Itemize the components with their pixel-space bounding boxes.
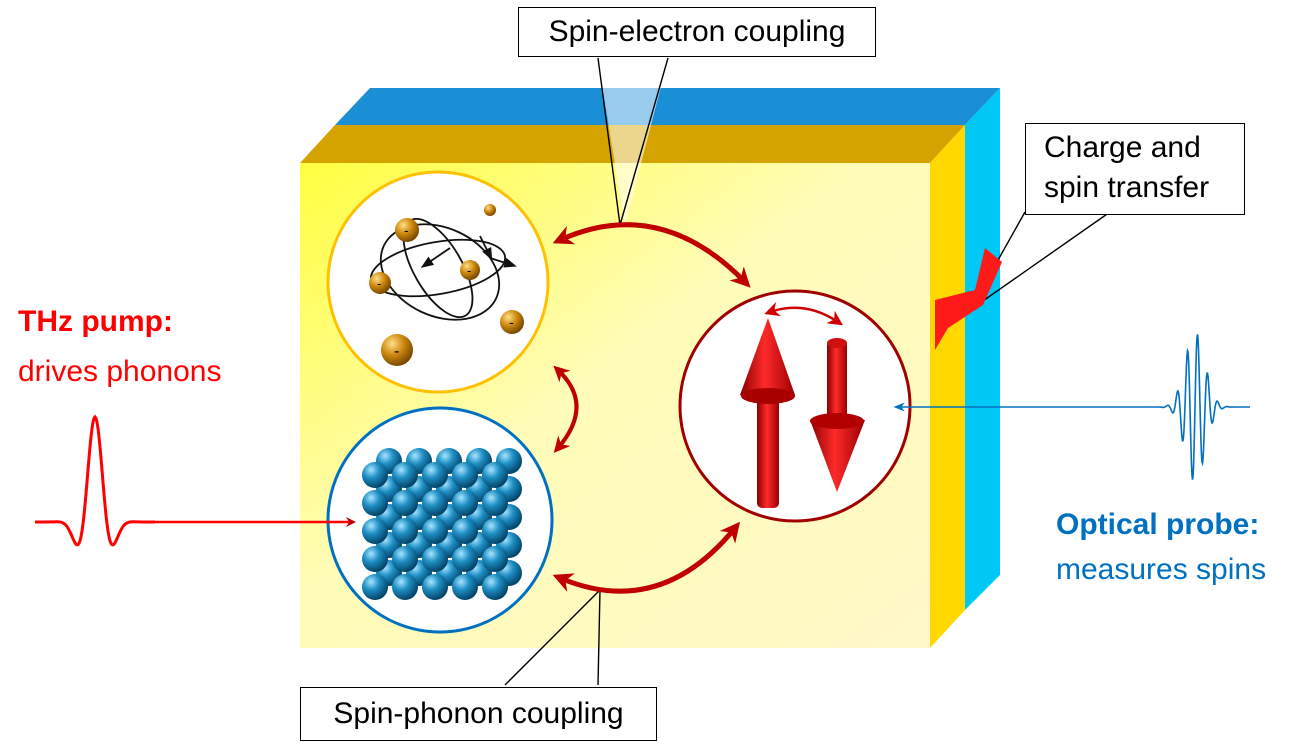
svg-text:-: - (377, 276, 381, 291)
optical-probe-desc: measures spins (1056, 553, 1267, 586)
phonon-circle (326, 406, 554, 634)
lattice-atom (362, 574, 388, 600)
lattice-atom (422, 490, 448, 516)
svg-text:-: - (467, 263, 471, 278)
lattice-atom (362, 490, 388, 516)
lattice-atom (452, 490, 478, 516)
charge-spin-label-box: Charge and spin transfer (1025, 123, 1245, 215)
thz-pump-desc: drives phonons (18, 355, 222, 388)
svg-text:-: - (509, 314, 514, 330)
slab-side-blue (965, 88, 1000, 610)
lattice-atom (482, 518, 508, 544)
lattice-atom (392, 490, 418, 516)
spin-electron-beam (598, 60, 668, 225)
spin-phonon-arrow (552, 521, 741, 594)
lattice-atom (452, 574, 478, 600)
electron-circle: - - - - - (326, 170, 550, 394)
optical-probe-title: Optical probe: (1056, 508, 1260, 541)
lattice-atom (482, 574, 508, 600)
spin-electron-label: Spin-electron coupling (548, 15, 846, 48)
spin-phonon-label-box: Spin-phonon coupling (300, 687, 657, 741)
charge-spin-line1: Charge and (1044, 131, 1201, 164)
lattice-atom (362, 462, 388, 488)
thz-pulse-icon (35, 414, 356, 547)
spin-circle (678, 289, 912, 523)
phonon-lattice-icon (362, 448, 522, 600)
lattice-atom (362, 546, 388, 572)
electron-phonon-arrow (553, 365, 579, 453)
lattice-atom (482, 490, 508, 516)
lattice-atom (452, 546, 478, 572)
transfer-arrow-icon (935, 248, 1002, 350)
thz-pump-title: THz pump: (18, 305, 173, 338)
lattice-atom (452, 518, 478, 544)
slab-side-gold (930, 125, 965, 648)
charge-spin-line2: spin transfer (1044, 171, 1210, 204)
lattice-atom (422, 462, 448, 488)
electron-orbit-icon (369, 217, 517, 321)
lattice-atom (422, 546, 448, 572)
lattice-atom (422, 574, 448, 600)
spin-flip-arrow (764, 301, 843, 326)
spin-down-arrow-icon (810, 338, 865, 492)
lattice-atom (392, 546, 418, 572)
slab-top-blue (335, 88, 1000, 125)
lattice-atom (392, 462, 418, 488)
svg-text:-: - (404, 222, 409, 238)
svg-text:-: - (394, 343, 399, 360)
lattice-atom (452, 462, 478, 488)
lattice-atom (362, 518, 388, 544)
optical-pulse-icon (893, 334, 1250, 480)
lattice-atom (392, 518, 418, 544)
electron-balls: - - - - - (369, 204, 524, 366)
spin-electron-label-box: Spin-electron coupling (518, 7, 876, 57)
lattice-atom (392, 574, 418, 600)
spin-up-arrow-icon (740, 318, 795, 508)
lattice-atom (422, 518, 448, 544)
spin-electron-arrow (552, 222, 751, 288)
lattice-atom (482, 546, 508, 572)
lattice-atom (482, 462, 508, 488)
spin-phonon-label: Spin-phonon coupling (333, 697, 624, 730)
